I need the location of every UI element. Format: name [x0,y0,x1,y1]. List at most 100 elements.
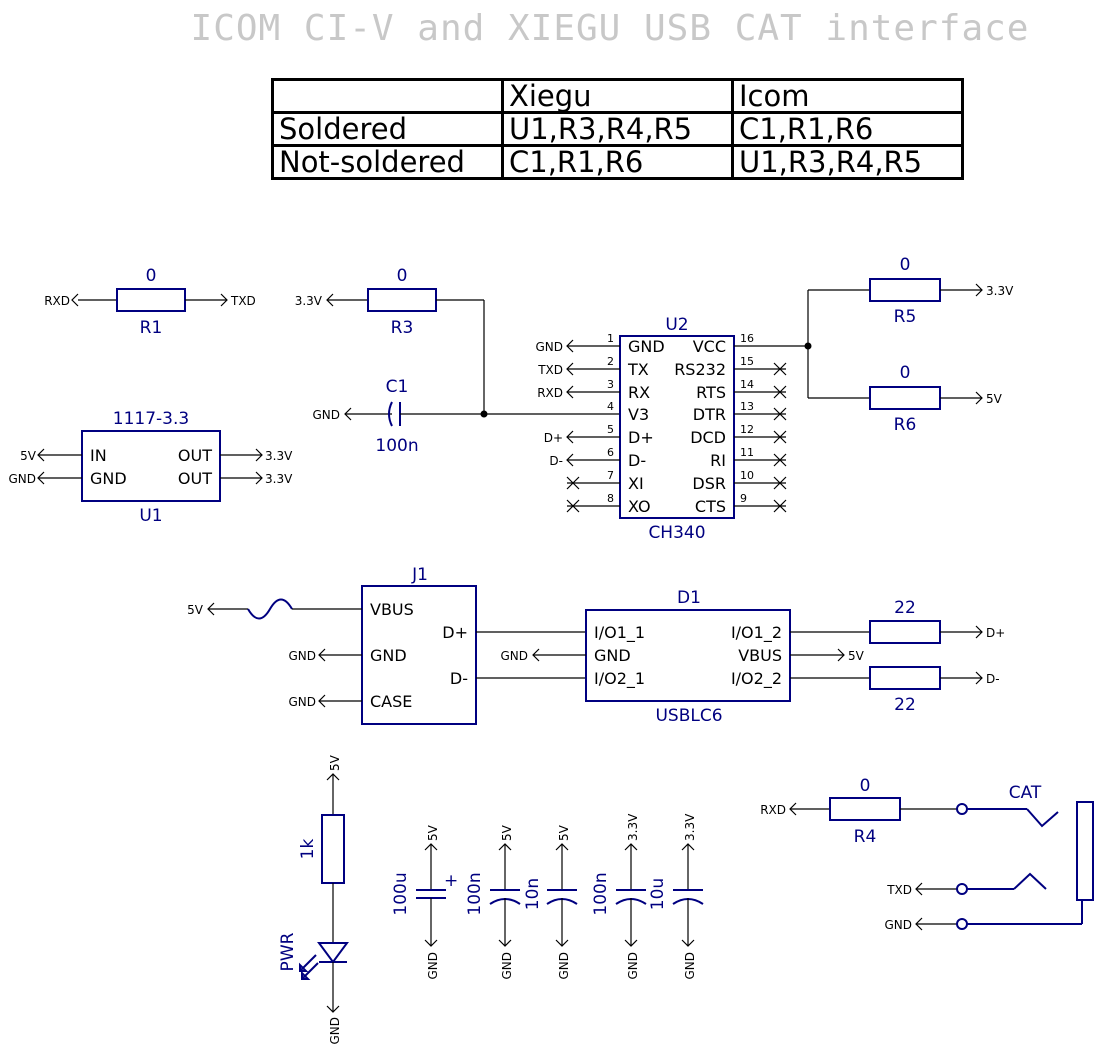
net-label-gnd: GND [312,408,340,422]
pin-name: RX [628,383,650,402]
pin-name: RS232 [674,360,726,379]
pin-name: DSR [692,474,726,493]
pin-number: 5 [607,423,614,436]
resistor-ref: R6 [894,415,917,435]
net-label-gnd: GND [884,918,912,932]
pin-name: TX [627,360,649,379]
pin-number: 3 [607,378,614,391]
resistor-ref: R5 [894,307,917,327]
esd-d1-usblc6: D1 USBLC6 I/O1_1 GND I/O2_1 I/O1_2 VBUS … [500,588,1005,726]
table-cell: U1,R3,R4,R5 [501,111,734,147]
table-cell: Icom [731,78,964,114]
net-label-3v3: 3.3V [265,472,293,486]
pin-number: 6 [607,446,614,459]
net-label-rxd: RXD [760,803,786,817]
cat-label: CAT [1009,783,1042,803]
resistor-ref: R4 [854,827,877,847]
pin-name: D+ [628,428,654,447]
ic-u2-ch340: U2 CH340 GND TXD RXD D+ D- 1 2 3 4 5 6 7… [535,315,808,543]
net-label-3v3: 3.3V [683,813,697,841]
pin-name: OUT [178,446,212,465]
pin-number: 16 [740,332,754,345]
pin-number: 7 [607,469,614,482]
regulator-ref: U1 [139,506,162,526]
net-label-rxd: RXD [537,386,563,400]
ic-ref: U2 [665,315,688,335]
net-label-txd: TXD [886,883,912,897]
pin-name: XO [628,497,651,516]
pin-name: IN [90,446,107,465]
pin-name: VCC [693,337,726,356]
polarity-mark: + [444,871,458,891]
pin-name: XI [628,474,644,493]
net-label-gnd: GND [328,1017,342,1045]
pin-number: 4 [607,400,614,413]
pin-number: 11 [740,446,754,459]
pin-name: GND [370,646,407,665]
net-label-5v: 5V [986,392,1003,406]
net-label-dplus: D+ [986,626,1005,640]
resistor-value: 0 [860,776,871,796]
net-label-dminus: D- [986,672,1000,686]
connector-j1: J1 5V GND GND VBUS GND CASE D+ D- [187,565,586,725]
table-row: Not-soldered C1,R1,R6 U1,R3,R4,R5 [271,144,964,180]
resistor-ref: R3 [391,318,414,338]
resistor-value: 0 [900,363,911,383]
pin-name: I/O1_2 [731,623,782,643]
pin-name: DTR [693,405,726,424]
connector-ref: J1 [411,565,428,585]
pin-name: D- [450,669,468,688]
pin-name: I/O1_1 [594,623,645,643]
resistor-ref: R1 [140,318,163,338]
net-label-dplus: D+ [544,431,563,445]
net-label-txd: TXD [537,363,563,377]
net-label-gnd: GND [288,649,316,663]
resistor-value: 0 [900,255,911,275]
pin-name: D+ [442,623,468,642]
resistor-value: 22 [894,598,916,618]
net-label-3v3: 3.3V [265,449,293,463]
resistor-value: 1k [298,839,318,860]
pin-name: RTS [696,383,726,402]
net-label-5v: 5V [557,824,571,841]
table-cell: Xiegu [501,78,734,114]
pin-number: 8 [607,492,614,505]
pin-name: I/O2_2 [731,669,782,689]
net-label-gnd: GND [557,952,571,980]
pin-number: 9 [740,492,747,505]
net-label-gnd: GND [288,695,316,709]
table-cell: C1,R1,R6 [731,111,964,147]
resistors-r5-r6: 3.3V 5V 0 R5 0 R6 [804,255,1014,435]
net-label-gnd: GND [626,952,640,980]
pin-name: D- [628,451,646,470]
capacitor-value: 10n [523,878,543,910]
net-label-5v: 5V [328,754,342,771]
pin-name: DCD [690,428,726,447]
pin-name: OUT [178,469,212,488]
led-ref: PWR [278,932,298,971]
pin-name: V3 [628,405,649,424]
resistor-value: 22 [894,695,916,715]
pin-name: GND [90,469,127,488]
resistor-r3: 3.3V 0 R3 [295,266,485,414]
capacitor-ref: C1 [386,377,409,397]
capacitor-value: 100n [465,872,485,915]
table-cell [271,78,504,114]
esd-value: USBLC6 [655,706,722,726]
regulator-value: 1117-3.3 [113,409,189,429]
net-label-txd: TXD [230,294,256,308]
resistor-value: 0 [397,266,408,286]
net-label-rxd: RXD [44,294,70,308]
pin-name: CASE [370,692,412,711]
pin-number: 15 [740,355,754,368]
pin-name: VBUS [738,646,782,665]
pin-name: CTS [695,497,726,516]
pin-name: GND [594,646,631,665]
capacitor-value: 100n [375,436,418,456]
net-label-3v3: 3.3V [295,294,323,308]
net-label-5v: 5V [187,603,204,617]
pin-number: 14 [740,378,754,391]
table-row: Soldered U1,R3,R4,R5 C1,R1,R6 [271,111,964,147]
net-label-dminus: D- [549,454,563,468]
